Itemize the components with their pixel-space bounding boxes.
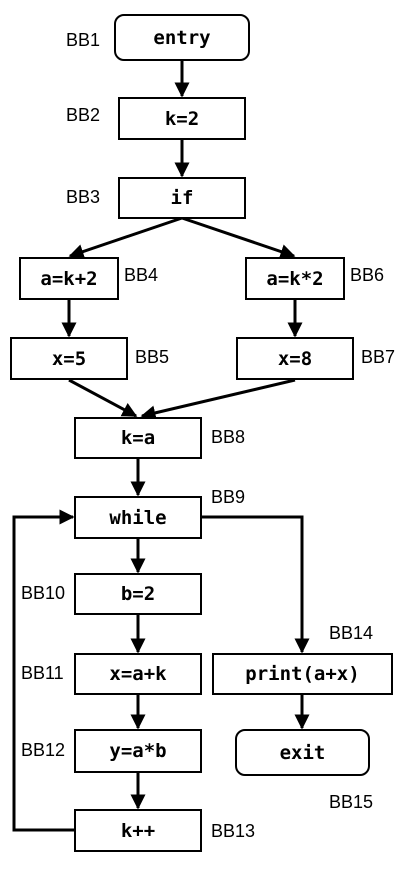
node-bb7: x=8 [236,337,354,380]
label-bb4: BB4 [124,265,159,285]
edge-if-bb6 [181,216,296,259]
label-bb6: BB6 [350,265,385,285]
node-bb10: b=2 [74,573,202,615]
label-bb7: BB7 [361,347,396,367]
label-bb10: BB10 [21,583,66,603]
node-bb14-print: print(a+x) [212,653,393,695]
node-bb11: x=a+k [74,653,202,695]
node-bb9-while: while [74,496,202,539]
label-bb8: BB8 [211,427,246,447]
node-bb15-exit: exit [235,729,370,776]
node-bb13: k++ [74,809,202,852]
label-bb15: BB15 [329,792,374,812]
edge-bb9-bb14 [202,515,310,654]
node-bb4: a=k+2 [19,257,119,300]
label-bb13: BB13 [211,821,256,841]
node-bb8: k=a [74,417,202,459]
label-bb5: BB5 [135,347,170,367]
node-bb5: x=5 [10,337,128,380]
node-bb6: a=k*2 [245,257,345,300]
node-bb12: y=a*b [74,729,202,773]
label-bb12: BB12 [21,740,66,760]
edge-bb7-bb8 [140,378,296,421]
node-bb3: if [118,177,246,219]
label-bb2: BB2 [66,105,101,125]
label-bb9: BB9 [211,487,246,507]
edge-bb5-bb8 [68,378,138,418]
label-bb3: BB3 [66,187,101,207]
edge-bb13-bb9-loop [12,509,75,832]
label-bb11: BB11 [21,663,64,683]
node-bb1-entry: entry [114,14,250,61]
label-bb14: BB14 [329,623,374,643]
node-bb2: k=2 [118,97,246,140]
label-bb1: BB1 [66,30,101,50]
edge-if-bb4 [68,216,183,259]
